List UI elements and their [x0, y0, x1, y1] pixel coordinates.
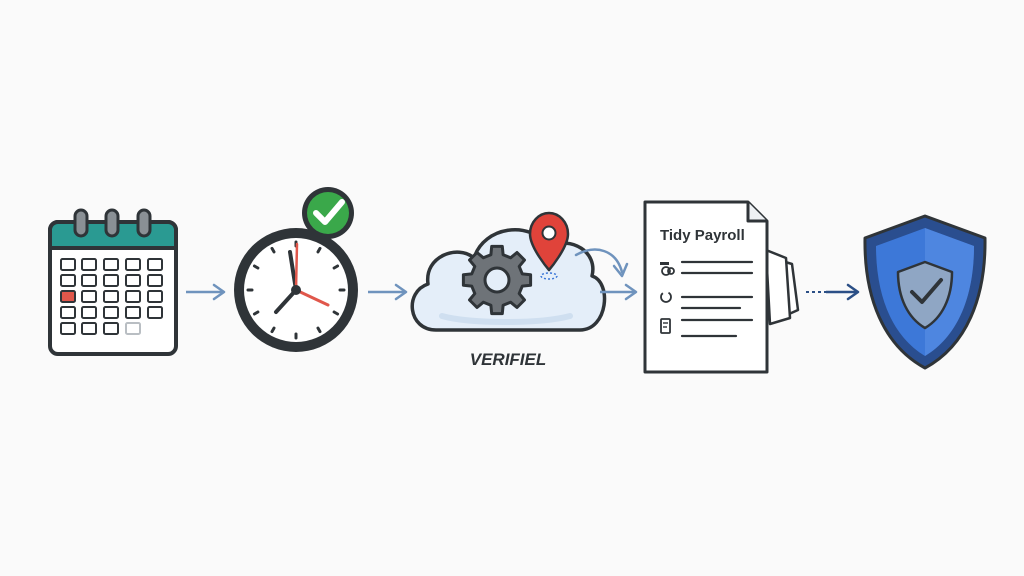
- calendar-day: [81, 290, 97, 303]
- calendar-day: [103, 322, 119, 335]
- document-icon: Tidy Payroll: [643, 200, 800, 374]
- calendar-day: [103, 258, 119, 271]
- calendar-day: [60, 258, 76, 271]
- calendar-day: [103, 306, 119, 319]
- gear-icon: [461, 244, 533, 316]
- clock-tick: [332, 310, 340, 316]
- calendar-day: [125, 306, 141, 319]
- clock-tick: [270, 326, 276, 334]
- clock-tick: [252, 310, 260, 316]
- calendar-day: [147, 258, 163, 271]
- calendar-day: [103, 290, 119, 303]
- check-icon: [302, 187, 354, 239]
- calendar-day: [147, 290, 163, 303]
- flow-arrow: [600, 283, 638, 301]
- calendar-marked-day: [60, 290, 76, 303]
- calendar-day: [103, 274, 119, 287]
- clock-tick: [316, 246, 322, 254]
- calendar-day: [81, 322, 97, 335]
- calendar-day: [147, 306, 163, 319]
- calendar-icon: [48, 208, 178, 356]
- cloud-gear-icon: [410, 228, 607, 332]
- calendar-day: [81, 306, 97, 319]
- coins-icon: [660, 262, 675, 276]
- calendar-day: [60, 306, 76, 319]
- flow-arrow: [574, 248, 629, 278]
- calendar-day: [125, 258, 141, 271]
- clock-tick: [316, 326, 322, 334]
- shield-check-icon: [863, 214, 987, 370]
- calendar-day: [60, 274, 76, 287]
- calendar-grid: [60, 258, 163, 335]
- payroll-title: Tidy Payroll: [660, 227, 745, 244]
- cloud-label: VERIFIEL: [470, 350, 547, 369]
- calendar-day: [125, 274, 141, 287]
- clock-tick: [332, 264, 340, 270]
- calendar-day: [125, 322, 141, 335]
- flow-arrow: [806, 283, 860, 301]
- calendar-day: [125, 290, 141, 303]
- document-lines: [680, 260, 754, 338]
- receipt-icon: [660, 318, 671, 334]
- stopwatch-icon: [234, 228, 358, 352]
- calendar-day: [60, 322, 76, 335]
- calendar-day: [81, 274, 97, 287]
- clock-tick: [270, 246, 276, 254]
- flow-arrow: [186, 283, 226, 301]
- clock-tick: [252, 264, 260, 270]
- calendar-day: [81, 258, 97, 271]
- calendar-day: [147, 274, 163, 287]
- map-pin-icon: [528, 211, 570, 280]
- refresh-icon: [660, 291, 672, 303]
- flow-arrow: [368, 283, 408, 301]
